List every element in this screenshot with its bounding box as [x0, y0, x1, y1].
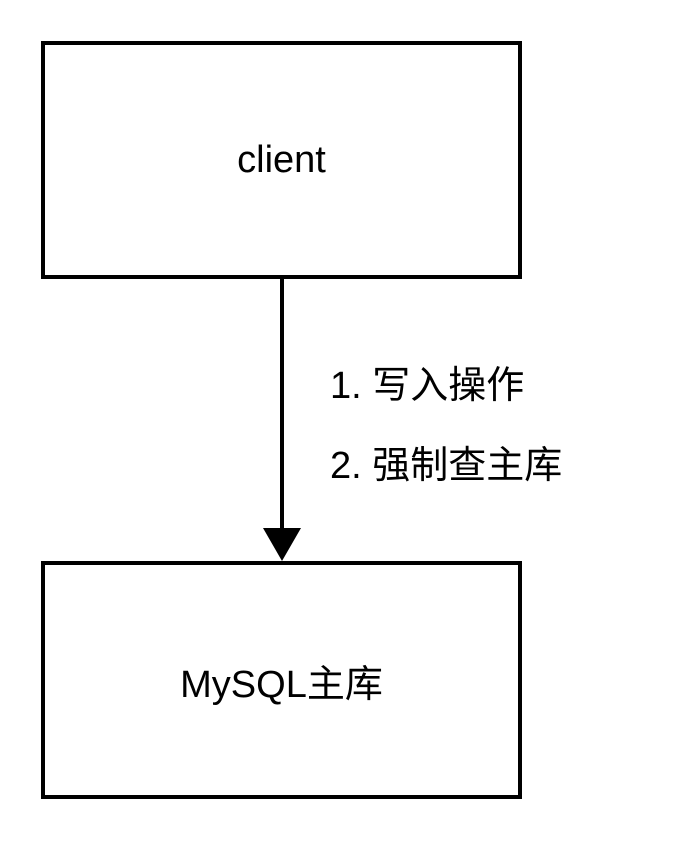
- client-node: client: [41, 41, 522, 279]
- edge-label-write-operation: 1. 写入操作: [330, 365, 525, 407]
- mysql-master-node: MySQL主库: [41, 561, 522, 799]
- arrowhead: [263, 528, 301, 561]
- mysql-master-node-label: MySQL主库: [180, 663, 383, 706]
- edge-label-force-read-master: 2. 强制查主库: [330, 445, 563, 487]
- edge-labels: 1. 写入操作 2. 强制查主库: [330, 362, 562, 490]
- client-node-label: client: [237, 138, 326, 181]
